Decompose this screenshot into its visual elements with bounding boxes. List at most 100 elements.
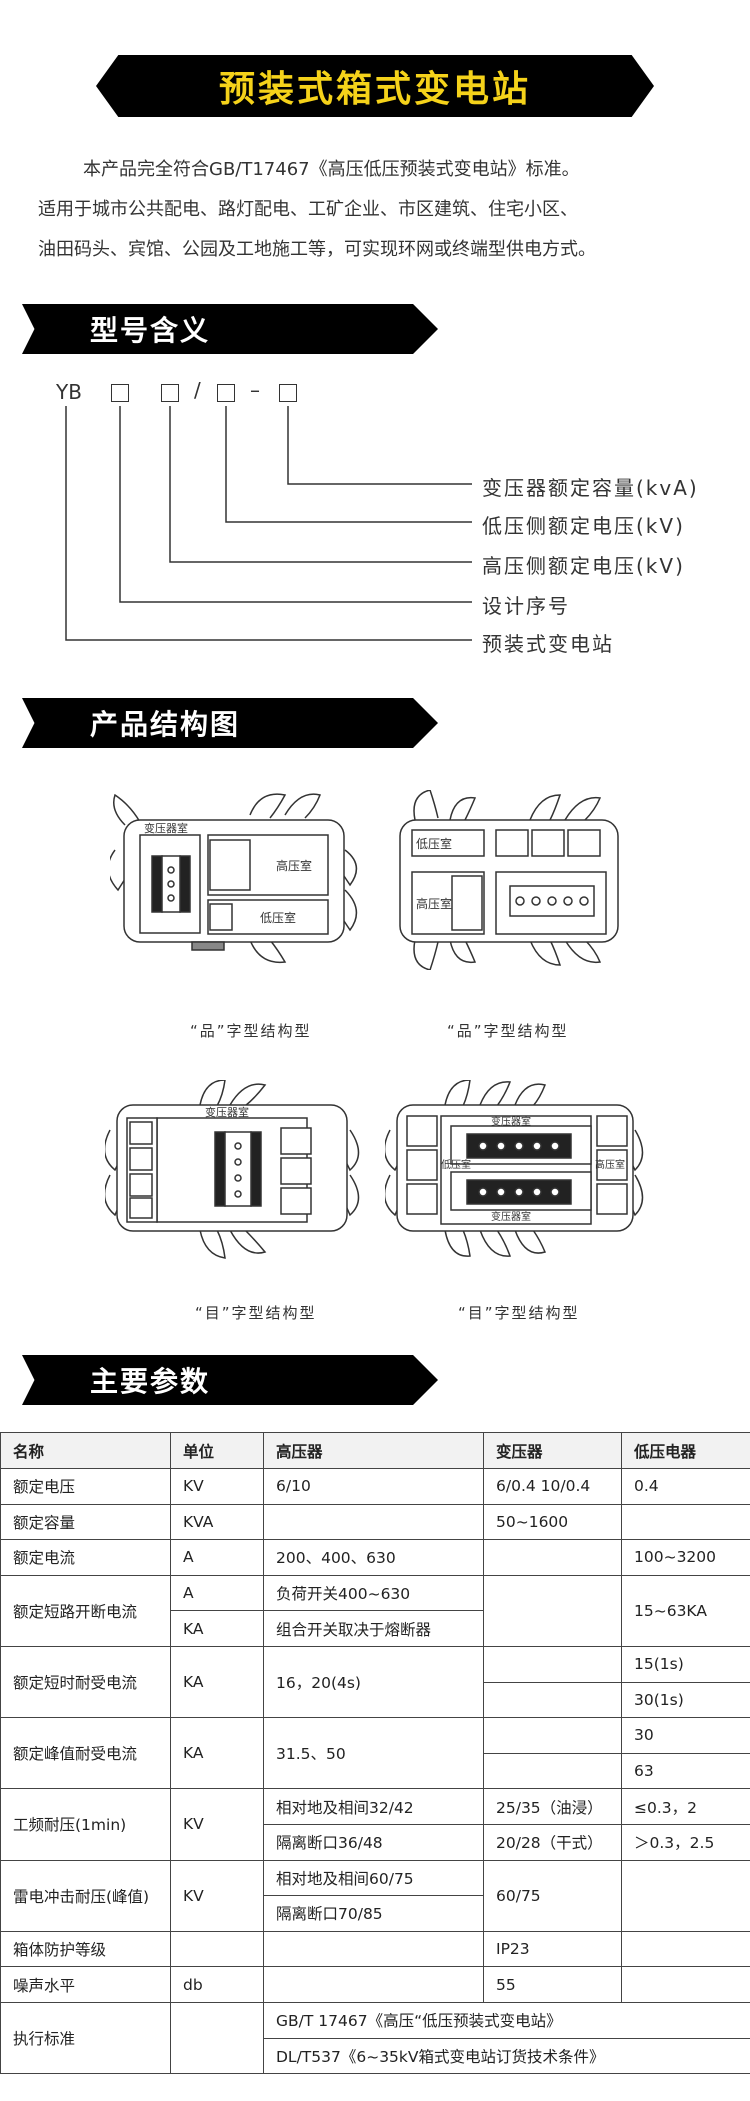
table-cell: 31.5、50 [263,1717,484,1790]
room-label: 高压室 [595,1158,625,1171]
structure-diagram-1: 变压器室 高压室 低压室 [110,793,358,964]
table-cell: 额定容量 [0,1503,171,1541]
table-cell: 100~3200 [621,1539,750,1576]
intro-line: 适用于城市公共配电、路灯配电、工矿企业、市区建筑、住宅小区、 [38,199,578,220]
code-box [217,384,235,402]
code-separator: – [250,378,260,402]
table-cell: 55 [483,1966,622,2003]
table-cell: 60/75 [483,1859,622,1932]
table-cell [621,1859,750,1932]
table-cell: 额定短路开断电流 [0,1574,171,1647]
diagram-caption: “目”字型结构型 [195,1304,317,1322]
column-header: 低压电器 [621,1432,750,1469]
table-cell: KV [170,1788,264,1861]
table-cell: KA [170,1610,264,1647]
diagram-caption: “品”字型结构型 [447,1022,569,1040]
table-row: 额定电流 A 200、400、630 100~3200 [0,1539,750,1576]
table-cell: A [170,1574,264,1612]
table-row: 额定峰值耐受电流 KA 31.5、50 30 [0,1717,750,1790]
table-cell: 30(1s) [621,1681,750,1719]
table-cell [621,1966,750,2003]
table-cell: 25/35（油浸） [483,1788,622,1825]
table-cell: 负荷开关400~630 [263,1574,484,1612]
table-cell: 15~63KA [621,1574,750,1647]
title-banner: 预装式箱式变电站 [96,55,654,117]
section-banner-model: 型号含义 [22,304,438,354]
table-cell: 箱体防护等级 [0,1930,171,1968]
table-cell: 6/10 [263,1468,484,1505]
table-cell [483,1681,622,1719]
table-cell: 执行标准 [0,2001,171,2075]
table-cell: 组合开关取决于熔断器 [263,1610,484,1647]
table-row: 工频耐压(1min) KV 相对地及相间32/42 25/35（油浸） ≤0.3… [0,1788,750,1861]
table-header-row: 名称 单位 高压器 变压器 低压电器 [0,1432,750,1469]
table-row: 额定短时耐受电流 KA 16，20(4s) 15(1s) [0,1645,750,1719]
table-row: DL/T537《6~35kV箱式变电站订货技术条件》 [1,2037,750,2075]
table-cell: 63 [621,1752,750,1790]
table-cell: 相对地及相间60/75 [263,1859,484,1897]
column-header: 单位 [170,1432,264,1469]
diagram-caption: “品”字型结构型 [190,1022,312,1040]
section-banner-structure: 产品结构图 [22,698,438,748]
table-cell: GB/T 17467《高压“低压预装式变电站》 [263,2001,750,2039]
section-banner-params: 主要参数 [22,1355,438,1405]
meaning-capacity: 变压器额定容量(kvA) [482,476,699,500]
table-cell: 雷电冲击耐压(峰值) [0,1859,171,1932]
section-heading: 型号含义 [90,314,211,347]
column-header: 高压器 [263,1432,484,1469]
table-cell: 额定电压 [0,1468,171,1505]
table-cell: 隔离断口70/85 [263,1895,484,1932]
table-cell [263,1966,484,2003]
structure-diagram-3: 变压器室 [105,1080,360,1259]
table-row: 噪声水平 db 55 [0,1966,750,2003]
table-row: 63 [1,1752,750,1790]
table-cell: A [170,1539,264,1576]
table-cell [483,1752,622,1790]
table-row: KA 组合开关取决于熔断器 [1,1610,750,1647]
table-cell: KA [170,1717,264,1790]
meaning-hv-voltage: 高压侧额定电压(kV) [482,554,685,578]
room-label: 变压器室 [144,821,188,835]
table-cell [621,1930,750,1968]
table-cell: KVA [170,1503,264,1541]
table-cell [170,1930,264,1968]
table-cell: 额定峰值耐受电流 [0,1717,171,1790]
table-cell: 200、400、630 [263,1539,484,1576]
structure-diagram-2: 低压室 高压室 [399,790,619,970]
table-cell [170,2001,264,2075]
table-cell: ＞0.3，2.5 [621,1823,750,1861]
intro-line: 本产品完全符合GB/T17467《高压低压预装式变电站》标准。 [83,159,580,180]
table-cell: 50~1600 [483,1503,622,1541]
table-cell: IP23 [483,1930,622,1968]
table-row: 额定电压 KV 6/10 6/0.4 10/0.4 0.4 [0,1468,750,1505]
room-label: 变压器室 [205,1105,249,1119]
code-separator: / [194,378,201,402]
section-heading: 主要参数 [90,1365,211,1398]
meaning-substation: 预装式变电站 [482,632,614,656]
code-box [161,384,179,402]
room-label: 变压器室 [491,1210,531,1223]
table-cell: 16，20(4s) [263,1645,484,1719]
column-header: 变压器 [483,1432,622,1469]
table-cell: ≤0.3，2 [621,1788,750,1825]
table-row: 箱体防护等级 IP23 [0,1930,750,1968]
room-label: 高压室 [276,858,312,873]
room-label: 低压室 [416,836,452,851]
table-cell [483,1645,622,1683]
table-row: 30(1s) [1,1681,750,1719]
room-label: 高压室 [416,896,452,911]
code-box [111,384,129,402]
table-cell [483,1574,622,1647]
table-cell: KV [170,1468,264,1505]
table-cell: 30 [621,1717,750,1754]
table-cell [263,1503,484,1541]
table-cell: 噪声水平 [0,1966,171,2003]
table-row: 雷电冲击耐压(峰值) KV 相对地及相间60/75 60/75 [0,1859,750,1932]
table-cell: 额定短时耐受电流 [0,1645,171,1719]
table-cell: KV [170,1859,264,1932]
column-header: 名称 [0,1432,171,1469]
table-cell [483,1539,622,1576]
table-row: 额定短路开断电流 A 负荷开关400~630 15~63KA [0,1574,750,1647]
table-cell: 20/28（干式） [483,1823,622,1861]
table-row: 执行标准 GB/T 17467《高压“低压预装式变电站》 [0,2001,750,2075]
